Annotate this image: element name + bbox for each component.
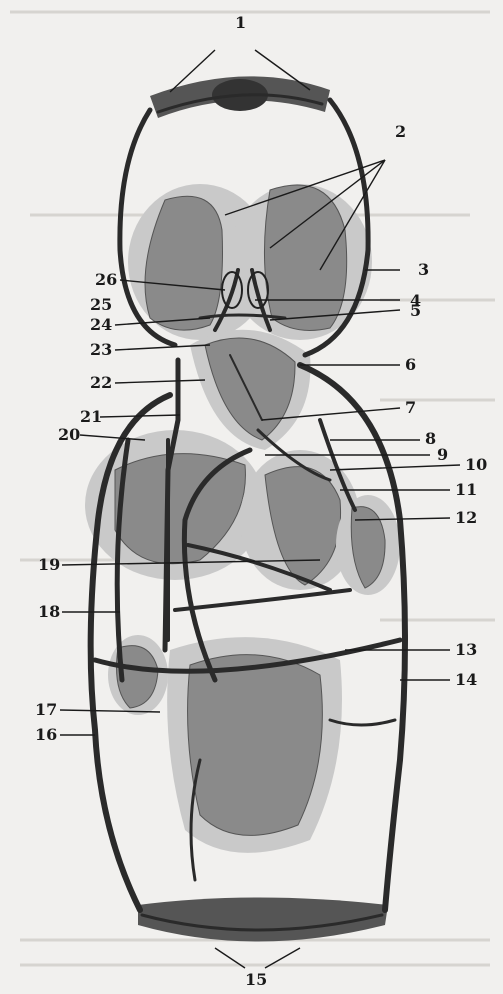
spleen — [336, 495, 400, 595]
label-1: 1 — [235, 13, 246, 32]
label-2: 2 — [395, 122, 406, 141]
label-6: 6 — [405, 355, 416, 374]
label-13: 13 — [455, 640, 477, 659]
label-24: 24 — [90, 315, 112, 334]
label-9: 9 — [437, 445, 448, 464]
label-3: 3 — [418, 260, 429, 279]
label-12: 12 — [455, 508, 477, 527]
head-capillary-network — [150, 76, 330, 118]
label-7: 7 — [405, 398, 416, 417]
label-14: 14 — [455, 670, 477, 689]
label-16: 16 — [35, 725, 57, 744]
heart — [190, 330, 310, 450]
label-26: 26 — [95, 270, 117, 289]
label-17: 17 — [35, 700, 57, 719]
label-25: 25 — [90, 295, 112, 314]
lower-capillary-network — [138, 898, 388, 942]
label-21: 21 — [80, 407, 102, 426]
label-18: 18 — [38, 602, 60, 621]
label-19: 19 — [38, 555, 60, 574]
label-23: 23 — [90, 340, 112, 359]
label-15: 15 — [245, 970, 267, 989]
right-lung — [264, 185, 346, 330]
label-5: 5 — [410, 301, 421, 320]
label-20: 20 — [58, 425, 80, 444]
label-8: 8 — [425, 429, 436, 448]
label-11: 11 — [455, 480, 477, 499]
label-10: 10 — [465, 455, 487, 474]
label-22: 22 — [90, 373, 112, 392]
